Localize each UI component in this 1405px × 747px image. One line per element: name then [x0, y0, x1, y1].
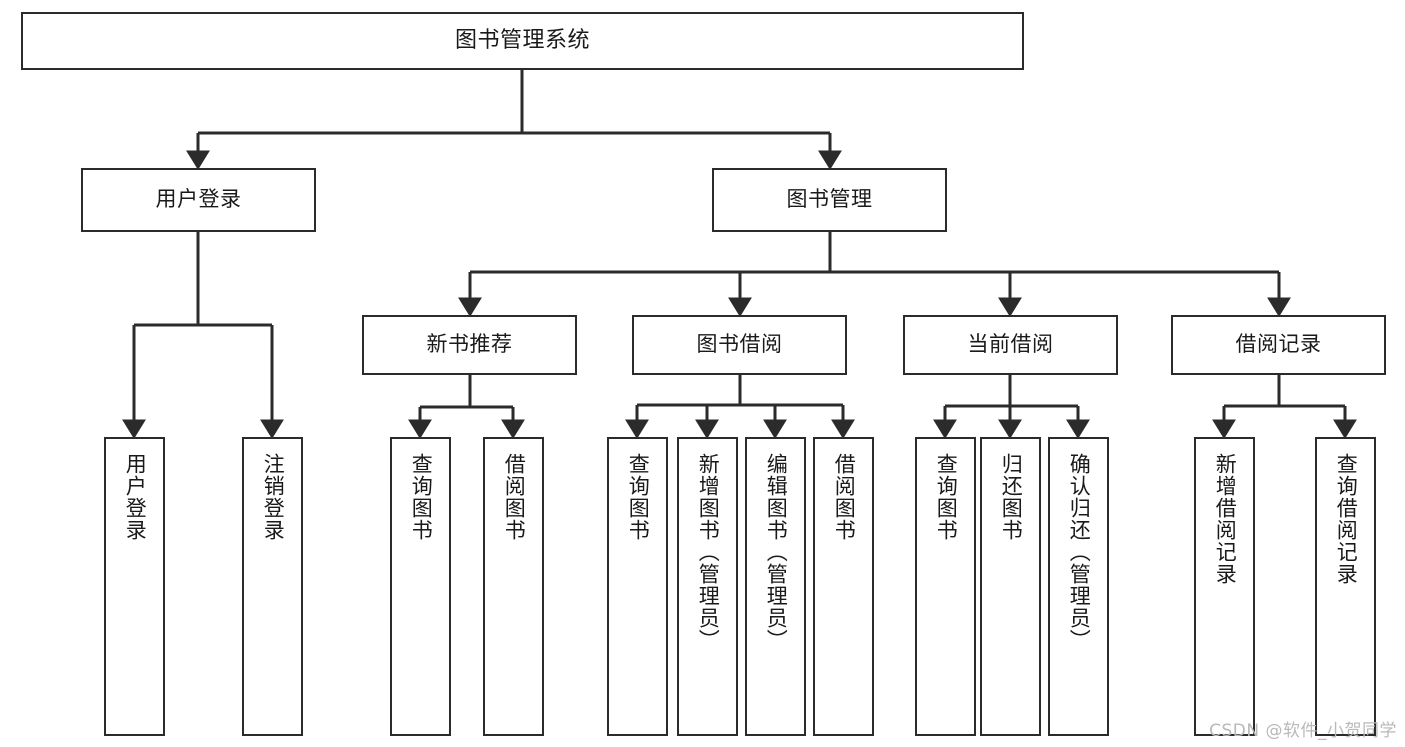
- leaf-user-login[interactable]: 用户登录: [104, 437, 165, 736]
- node-label: 新增借阅记录: [1213, 453, 1238, 585]
- node-label: 图书管理系统: [454, 27, 590, 53]
- node-label: 确认归还（管理员）: [1067, 453, 1092, 651]
- leaf-return-book[interactable]: 归还图书: [980, 437, 1041, 736]
- node-book-management[interactable]: 图书管理: [712, 168, 947, 232]
- node-user-login[interactable]: 用户登录: [81, 168, 316, 232]
- node-label: 新书推荐: [426, 332, 513, 357]
- node-label: 用户登录: [123, 453, 148, 541]
- node-label: 注销登录: [261, 453, 286, 541]
- leaf-borrow-book-recommend[interactable]: 借阅图书: [483, 437, 544, 736]
- node-label: 新增图书（管理员）: [696, 453, 721, 651]
- node-label: 借阅图书: [832, 453, 857, 541]
- node-label: 借阅记录: [1235, 332, 1322, 357]
- node-label: 查询图书: [934, 453, 959, 541]
- node-label: 查询图书: [409, 453, 434, 541]
- node-new-book-recommend[interactable]: 新书推荐: [362, 315, 577, 375]
- node-borrow-record[interactable]: 借阅记录: [1171, 315, 1386, 375]
- watermark: CSDN @软件_小贺同学: [1209, 721, 1397, 741]
- leaf-logout[interactable]: 注销登录: [242, 437, 303, 736]
- leaf-confirm-return-admin[interactable]: 确认归还（管理员）: [1048, 437, 1109, 736]
- node-label: 用户登录: [155, 187, 242, 212]
- node-current-borrow[interactable]: 当前借阅: [903, 315, 1118, 375]
- node-label: 编辑图书（管理员）: [764, 453, 789, 651]
- leaf-query-book-borrow[interactable]: 查询图书: [607, 437, 668, 736]
- node-label: 图书管理: [786, 187, 873, 212]
- node-book-borrow[interactable]: 图书借阅: [632, 315, 847, 375]
- node-root-system[interactable]: 图书管理系统: [21, 12, 1024, 70]
- node-label: 归还图书: [999, 453, 1024, 541]
- leaf-add-book-admin[interactable]: 新增图书（管理员）: [677, 437, 738, 736]
- node-label: 图书借阅: [696, 332, 783, 357]
- leaf-query-borrow-record[interactable]: 查询借阅记录: [1315, 437, 1376, 736]
- leaf-add-borrow-record[interactable]: 新增借阅记录: [1194, 437, 1255, 736]
- node-label: 查询图书: [626, 453, 651, 541]
- leaf-borrow-book[interactable]: 借阅图书: [813, 437, 874, 736]
- leaf-query-book-current[interactable]: 查询图书: [915, 437, 976, 736]
- node-label: 查询借阅记录: [1334, 453, 1359, 585]
- leaf-edit-book-admin[interactable]: 编辑图书（管理员）: [745, 437, 806, 736]
- leaf-query-book-recommend[interactable]: 查询图书: [390, 437, 451, 736]
- node-label: 借阅图书: [502, 453, 527, 541]
- node-label: 当前借阅: [967, 332, 1054, 357]
